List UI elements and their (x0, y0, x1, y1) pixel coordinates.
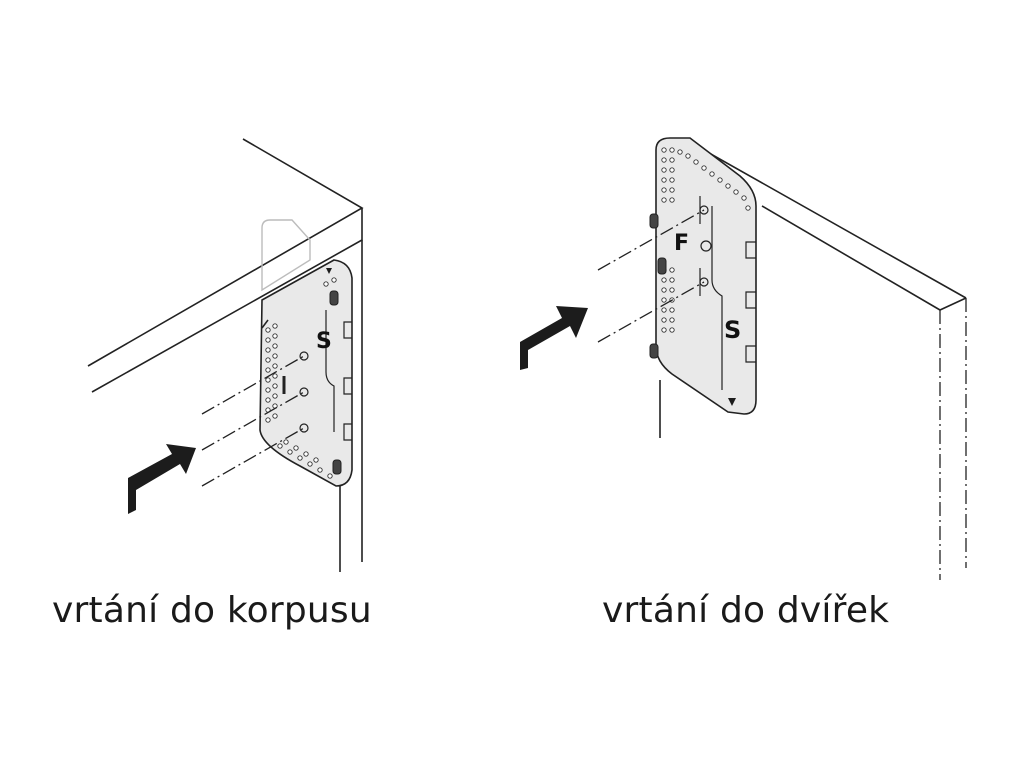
left-template-slot (325, 310, 335, 432)
right-template-letter-bottom: S (724, 316, 741, 344)
right-template-holes (661, 147, 751, 333)
left-template-pins (261, 290, 342, 475)
caption-door-drilling: vrtání do dvířek (602, 590, 890, 631)
right-drilling-template: F S (520, 137, 757, 415)
left-template-holes (265, 277, 337, 479)
door-corner (939, 297, 967, 311)
left-template-marker-icon (326, 268, 332, 274)
caption-cabinet-drilling: vrtání do korpusu (52, 590, 372, 631)
left-template-guides (282, 351, 309, 433)
door-top-inner-edge (761, 205, 941, 311)
right-template-marker-icon (728, 398, 736, 406)
plate-ghost-outline (261, 219, 311, 292)
left-guide-line-1 (201, 355, 305, 415)
left-insertion-arrow-icon (128, 444, 196, 514)
door-top-edge (685, 139, 967, 299)
right-template-notches (745, 241, 756, 363)
right-template-guides (699, 196, 712, 296)
right-guide-line-1 (597, 209, 705, 271)
left-template-notches (343, 321, 352, 441)
right-guide-line-2 (597, 281, 705, 343)
right-insertion-arrow-icon (520, 306, 588, 370)
right-template-letter-top: F (674, 231, 689, 256)
right-template-slot (711, 206, 723, 390)
door-illustration (659, 139, 967, 580)
right-template-plate (655, 137, 757, 415)
left-template-plate (259, 259, 353, 487)
left-template-letter: S (316, 329, 332, 354)
left-drilling-template: S (128, 259, 353, 514)
cabinet-body-illustration (87, 138, 364, 572)
left-guide-line-2 (201, 391, 305, 451)
right-template-pins (649, 213, 667, 359)
left-guide-line-3 (201, 427, 305, 487)
